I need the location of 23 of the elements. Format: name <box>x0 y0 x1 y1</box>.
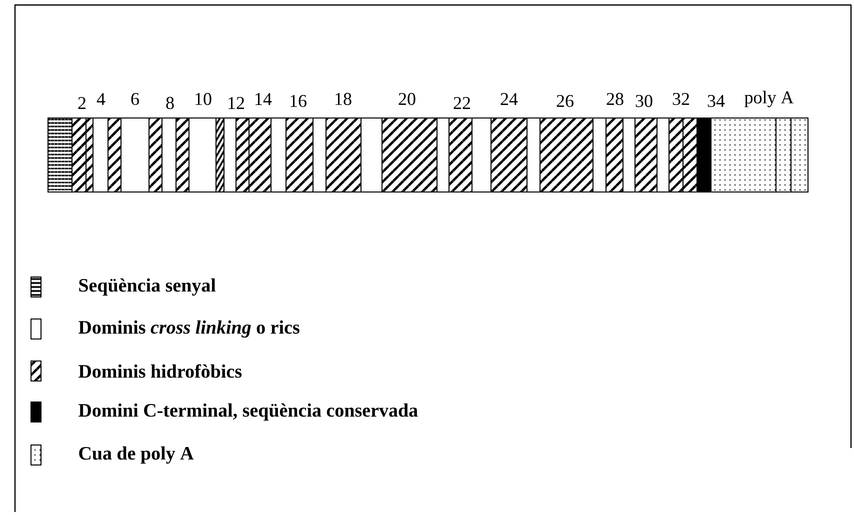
legend-label: Dominis cross linking o rics <box>78 320 300 338</box>
exon-number: 20 <box>398 92 416 106</box>
legend-label: Seqüència senyal <box>79 278 216 296</box>
exon-number: 14 <box>256 93 272 105</box>
exon-number: 22 <box>454 97 470 109</box>
exon-number: 32 <box>672 92 690 106</box>
exon-number: 18 <box>336 92 352 106</box>
legend-label: Domini C-terminal, seqüència conservada <box>78 403 418 421</box>
exon-number: 6 <box>131 92 139 106</box>
exon-number: 8 <box>166 96 174 110</box>
exon-number: 28 <box>606 92 624 106</box>
legend-label: Cua de poly A <box>79 446 194 464</box>
exon-number: 34 <box>708 94 725 108</box>
exon-number: 24 <box>500 93 518 105</box>
legend-label: Dominis hidrofòbics <box>78 364 242 378</box>
exon-number: poly A <box>744 90 794 108</box>
exon-number: 30 <box>636 94 652 108</box>
exon-number: 10 <box>196 92 212 106</box>
exon-number: 12 <box>228 97 244 109</box>
exon-number: 2 <box>78 97 86 109</box>
exon-number: 16 <box>290 94 306 108</box>
exon-number: 26 <box>556 94 574 108</box>
exon-number: 4 <box>96 93 106 105</box>
